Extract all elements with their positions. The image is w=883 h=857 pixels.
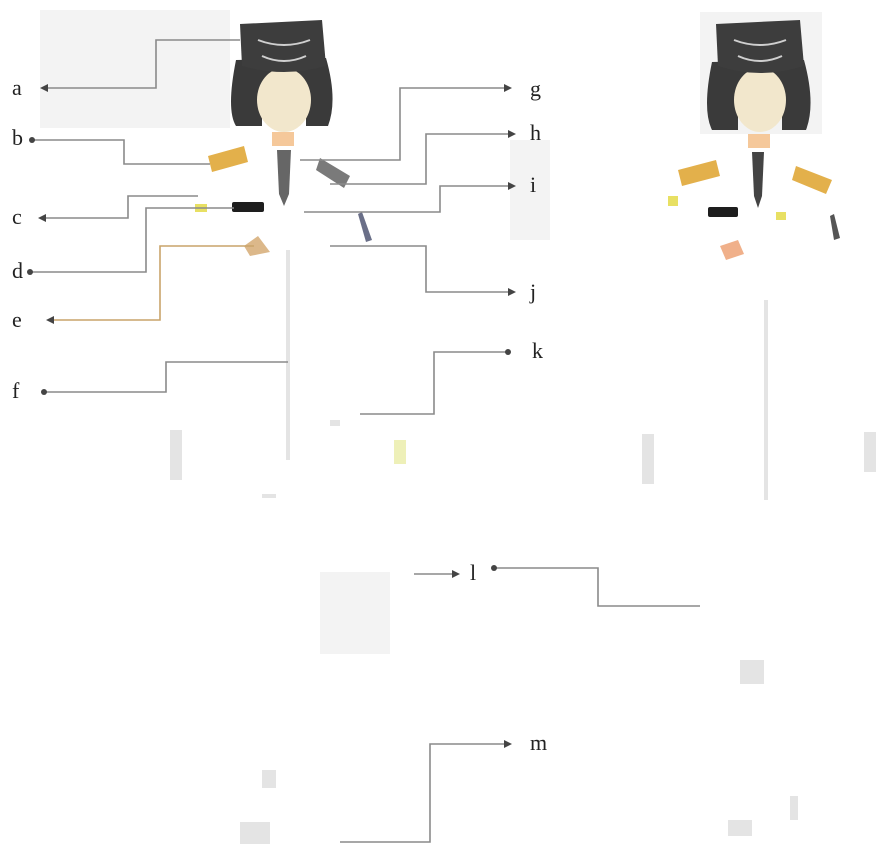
shoe-detail	[262, 770, 276, 788]
leader-c	[42, 196, 198, 218]
epaulette-left	[678, 160, 720, 186]
badge	[668, 196, 678, 206]
leader-b	[32, 140, 210, 164]
body-seam	[286, 250, 290, 460]
label-a: a	[12, 77, 22, 99]
label-l: l	[470, 562, 476, 584]
arrowhead-g	[504, 84, 512, 92]
collar	[748, 134, 770, 148]
dot-k	[505, 349, 511, 355]
label-g: g	[530, 78, 541, 100]
leader-lines	[27, 40, 700, 842]
left-hand	[642, 434, 654, 484]
label-i: i	[530, 174, 536, 196]
label-c: c	[12, 206, 22, 228]
left-hand	[170, 430, 182, 480]
cap	[716, 20, 804, 73]
tie	[277, 150, 291, 206]
arrowhead-m	[504, 740, 512, 748]
label-f: f	[12, 380, 19, 402]
leader-f	[44, 362, 288, 392]
face	[734, 68, 786, 132]
collar	[272, 132, 294, 146]
leader-l-right	[494, 568, 700, 606]
leader-i	[304, 186, 512, 212]
leader-j	[330, 246, 512, 292]
nameplate	[232, 202, 264, 212]
hem-mark	[262, 494, 276, 498]
arrowhead-j	[508, 288, 516, 296]
epaulette-left	[208, 146, 248, 172]
label-j: j	[530, 281, 536, 303]
pocket-button	[720, 240, 744, 260]
leader-h	[330, 134, 512, 184]
body-seam	[764, 300, 768, 500]
dot-d	[27, 269, 33, 275]
arrowhead-c	[38, 214, 46, 222]
label-b: b	[12, 127, 23, 149]
epaulette-right	[792, 166, 832, 194]
right-hand	[864, 432, 876, 472]
dot-b	[29, 137, 35, 143]
arrowhead-l	[452, 570, 460, 578]
leader-e	[50, 246, 254, 320]
leader-m	[340, 744, 508, 842]
badge	[776, 212, 786, 220]
shoe	[728, 820, 752, 836]
sleeve-stripe	[358, 212, 372, 242]
cap	[240, 20, 326, 72]
shoe	[790, 796, 798, 820]
arrowhead-e	[46, 316, 54, 324]
dot-l	[491, 565, 497, 571]
dot-f	[41, 389, 47, 395]
leader-k	[360, 352, 506, 414]
right-hand	[394, 440, 406, 464]
label-h: h	[530, 122, 541, 144]
label-m: m	[530, 732, 547, 754]
nameplate	[708, 207, 738, 217]
face	[257, 68, 311, 132]
hem-mark	[330, 420, 340, 426]
label-d: d	[12, 260, 23, 282]
right-figure	[642, 12, 876, 836]
tie	[752, 152, 764, 208]
bg-panel	[40, 10, 230, 128]
shoe-detail	[740, 660, 764, 684]
bg-panel	[320, 572, 390, 654]
label-e: e	[12, 309, 22, 331]
arrowhead-h	[508, 130, 516, 138]
label-k: k	[532, 340, 543, 362]
shoe	[240, 822, 270, 844]
sleeve-stripe	[830, 214, 840, 240]
